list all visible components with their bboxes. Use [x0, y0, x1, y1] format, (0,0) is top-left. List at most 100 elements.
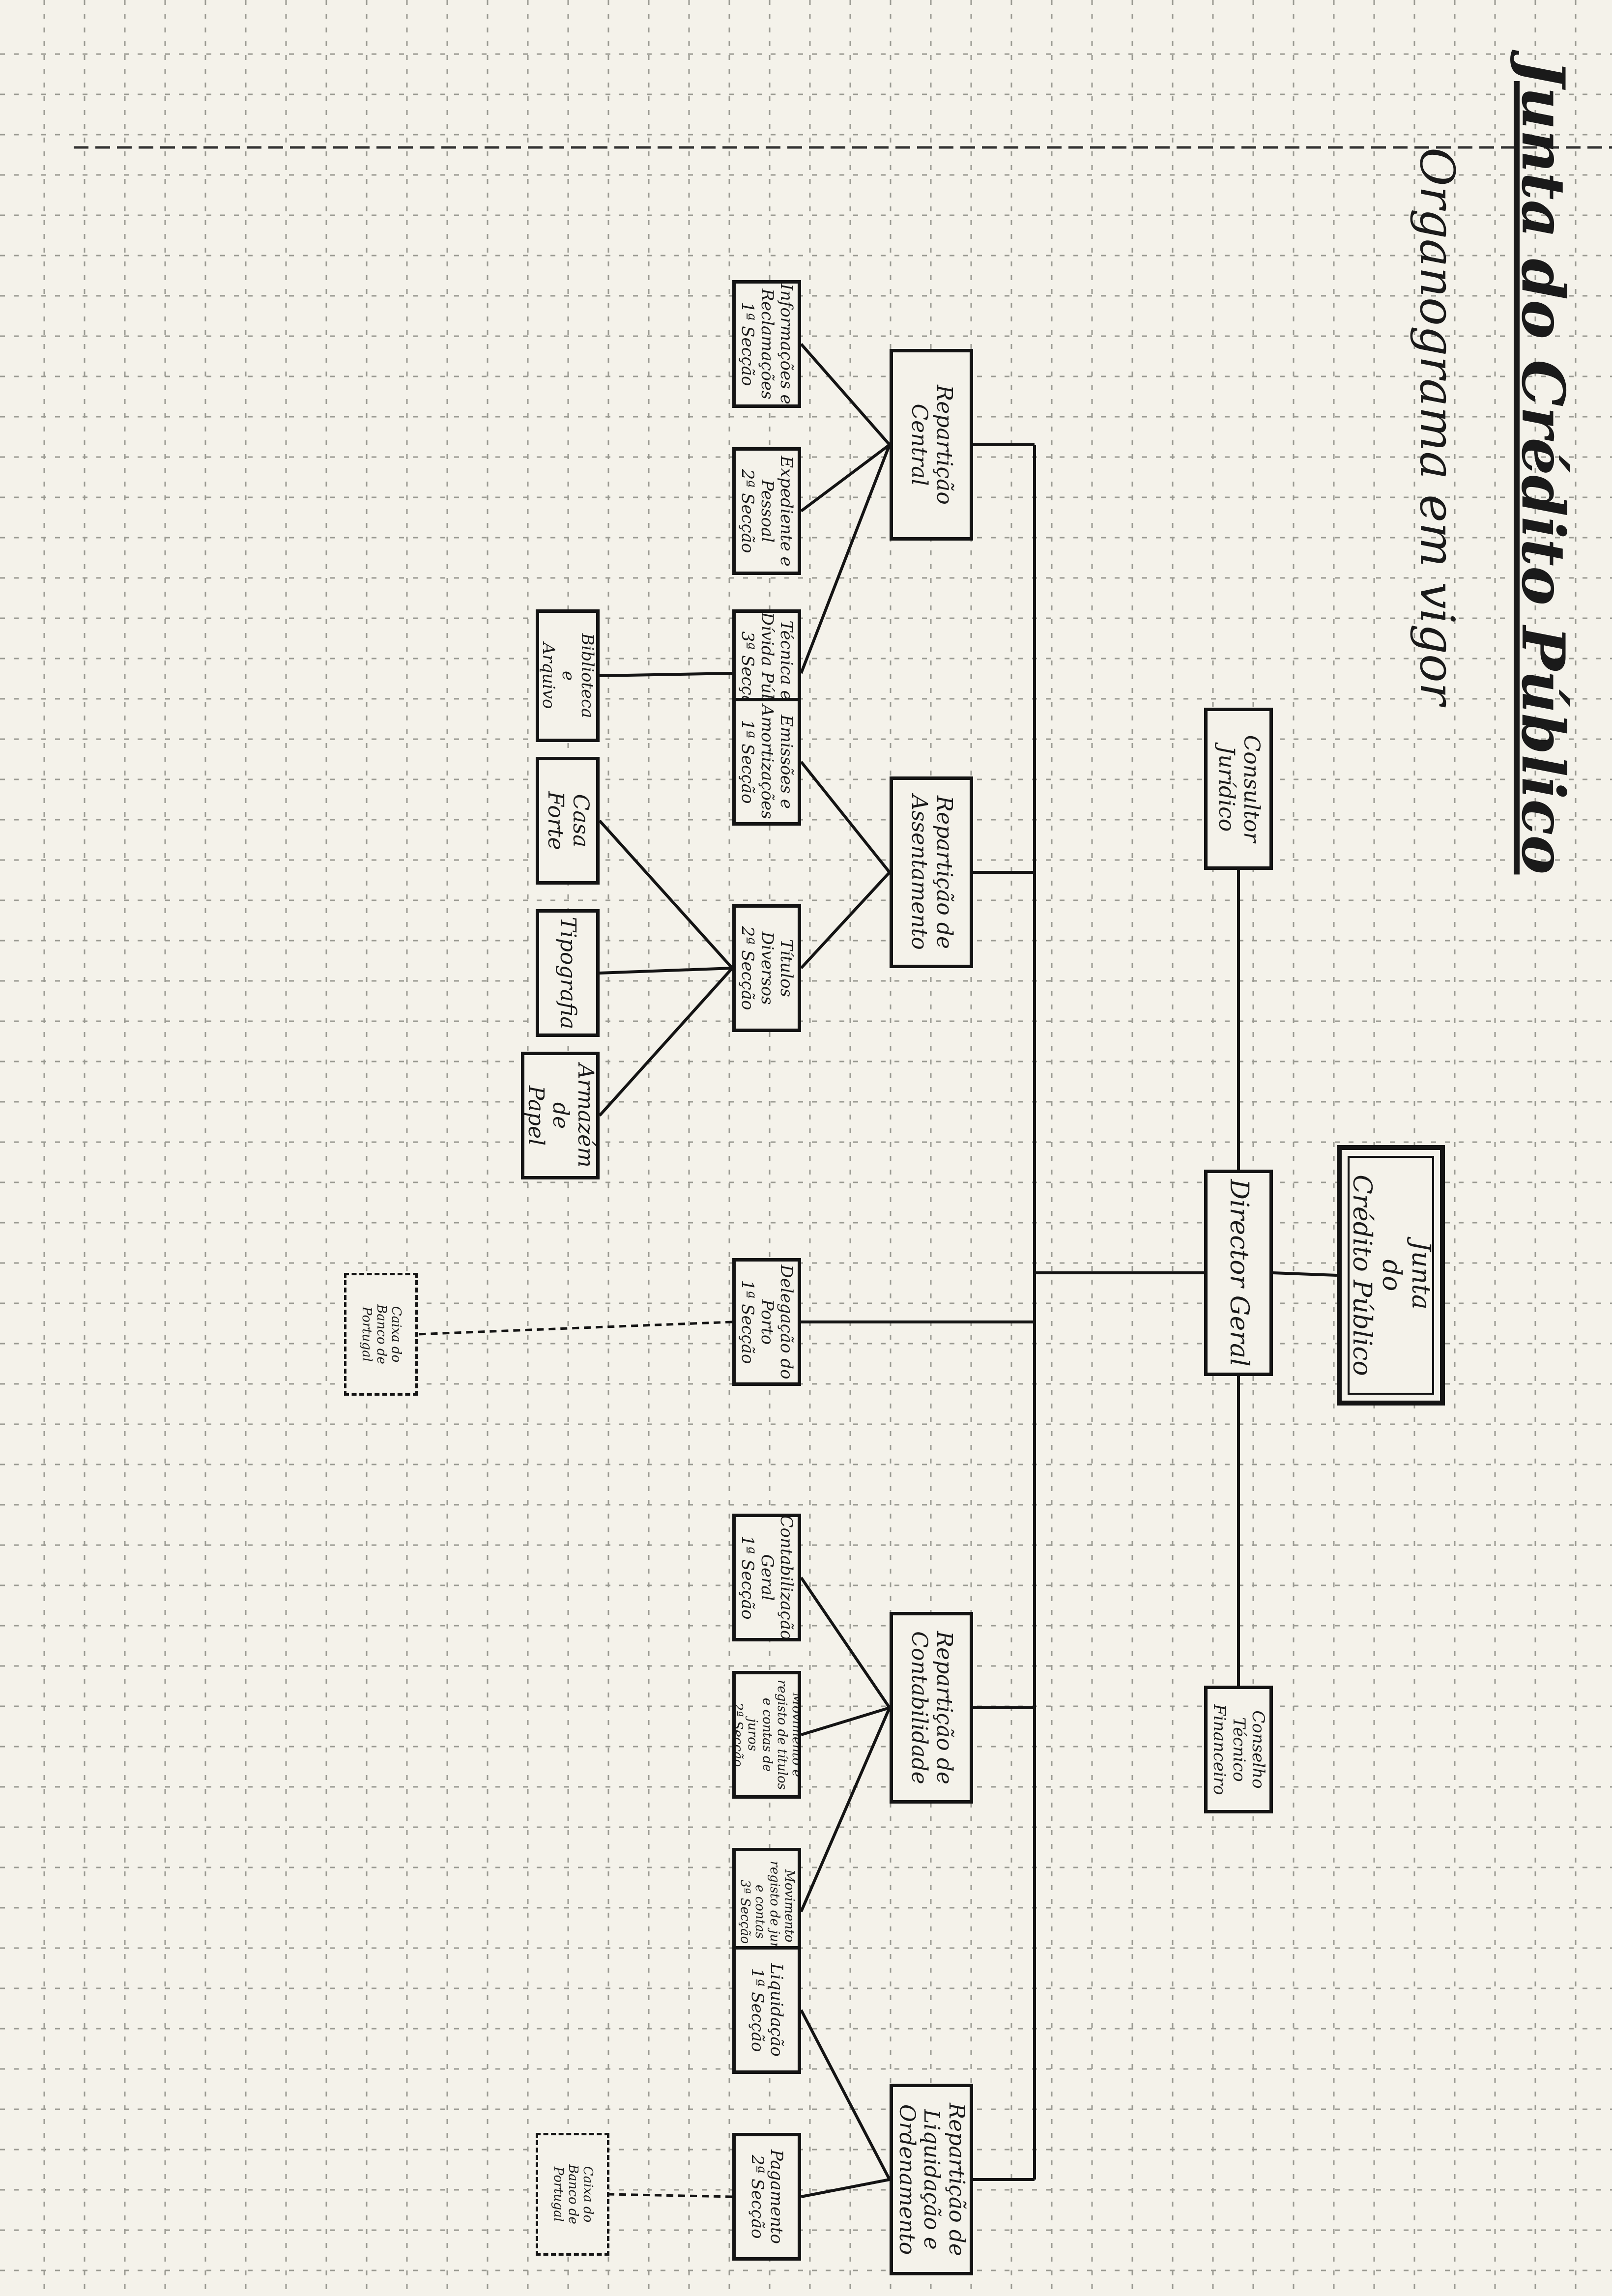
connector-line [800, 443, 891, 513]
node-text-line: Biblioteca [577, 633, 597, 718]
node-text-line: 2ª Secção [748, 2154, 767, 2239]
connector-line [800, 444, 891, 674]
connector-line [598, 967, 734, 1117]
node-text-line: 2ª Secção [738, 469, 758, 553]
node-text-line: registo de títulos [774, 1679, 789, 1790]
connector-line [800, 343, 891, 446]
connector-line [800, 1707, 891, 1913]
node-text-line: de [548, 1102, 574, 1129]
node-text-line: Junta [1406, 1241, 1436, 1310]
node-text-line: Assentamento [907, 795, 932, 950]
node-text-line: Pagamento [767, 2149, 787, 2244]
node-text-line: 3ª Secção [738, 1879, 753, 1944]
node-text-line: Liquidação e [919, 2109, 945, 2250]
node-text-line: Armazém [573, 1063, 598, 1168]
node-text-line: Financeiro [1209, 1704, 1230, 1795]
node-text-line: Repartição de [944, 2103, 969, 2256]
node-text-line: Pessoal [757, 480, 777, 543]
connector-line [599, 967, 733, 975]
node-text-line: juros [745, 1718, 760, 1751]
node-text-line: 1ª Secção [738, 719, 758, 804]
node-text-line: Conselho [1248, 1710, 1268, 1789]
node-text-line: Diversos [757, 931, 777, 1005]
node-text-line: Central [907, 403, 932, 486]
connector-line [599, 672, 733, 677]
node-text-line: Títulos [776, 939, 796, 997]
node-text-line: Delegação do [776, 1264, 796, 1379]
node-text-line: Caixa do [388, 1306, 403, 1363]
node-text-line: Caixa do [580, 2166, 595, 2223]
node-text-line: Ordenamento [894, 2104, 920, 2255]
node-text-line: Informações e [776, 284, 796, 404]
node-text-line: Geral [757, 1554, 777, 1601]
connector-line [598, 819, 734, 970]
document-title: Junta do Crédito Público [1508, 59, 1578, 875]
node-text-line: do [1376, 1259, 1406, 1292]
node-text-line: Portugal [551, 2166, 566, 2222]
node-text-line: 1ª Secção [738, 1535, 758, 1620]
node-text-line: Jurídico [1214, 746, 1239, 832]
node-text-line: Director Geral [1224, 1179, 1254, 1367]
node-text-line: 2ª Secção [732, 1702, 746, 1767]
connector-line [801, 2178, 890, 2198]
node-text-line: 1ª Secção [748, 1968, 767, 2052]
node-tipografia: Tipografia [536, 909, 600, 1037]
node-text-line: Repartição de [931, 1631, 957, 1784]
connector-line [800, 761, 891, 873]
node-text-line: Amortizações [757, 704, 777, 819]
node-text-line: Arquivo [539, 642, 559, 709]
connector-line [800, 1577, 891, 1709]
node-text-line: Contabilidade [907, 1631, 932, 1784]
node-text-line: Forte [543, 791, 568, 850]
node-text-line: Banco de [565, 2164, 580, 2224]
connector-line [801, 1706, 890, 1736]
node-text-line: Crédito Público [1347, 1175, 1377, 1376]
connector-line [800, 871, 891, 970]
node-text-line: e contas [752, 1885, 767, 1939]
node-text-line: 1ª Secção [738, 1280, 758, 1364]
connector-line [417, 1320, 733, 1336]
node-text-line: Papel [523, 1085, 548, 1146]
node-text-line: Técnico [1229, 1717, 1249, 1782]
connector-line [800, 2009, 891, 2181]
node-text-line: Movimento e [789, 1693, 801, 1777]
node-text-line: Expediente e [776, 456, 796, 567]
node-text-line: Tipografia [555, 917, 581, 1030]
node-text-line: Emissões e [776, 715, 796, 809]
node-text-line: Consultor [1238, 735, 1264, 843]
node-text-line: 2ª Secção [738, 926, 758, 1010]
node-text-line: Liquidação [767, 1963, 787, 2057]
node-text-line: Casa [568, 794, 593, 848]
node-text-line: Movimento e [781, 1869, 797, 1954]
node-text-line: Banco de [374, 1304, 389, 1364]
node-text-line: Repartição [931, 385, 957, 505]
node-text-line: Contabilização [776, 1515, 796, 1640]
node-text-line: e contas de [759, 1697, 775, 1772]
connector-line [1272, 1271, 1337, 1277]
node-text-line: Porto [757, 1299, 777, 1345]
node-director: Director Geral [1204, 1170, 1273, 1376]
connector-line [609, 2193, 733, 2198]
node-text-line: Portugal [359, 1306, 374, 1362]
